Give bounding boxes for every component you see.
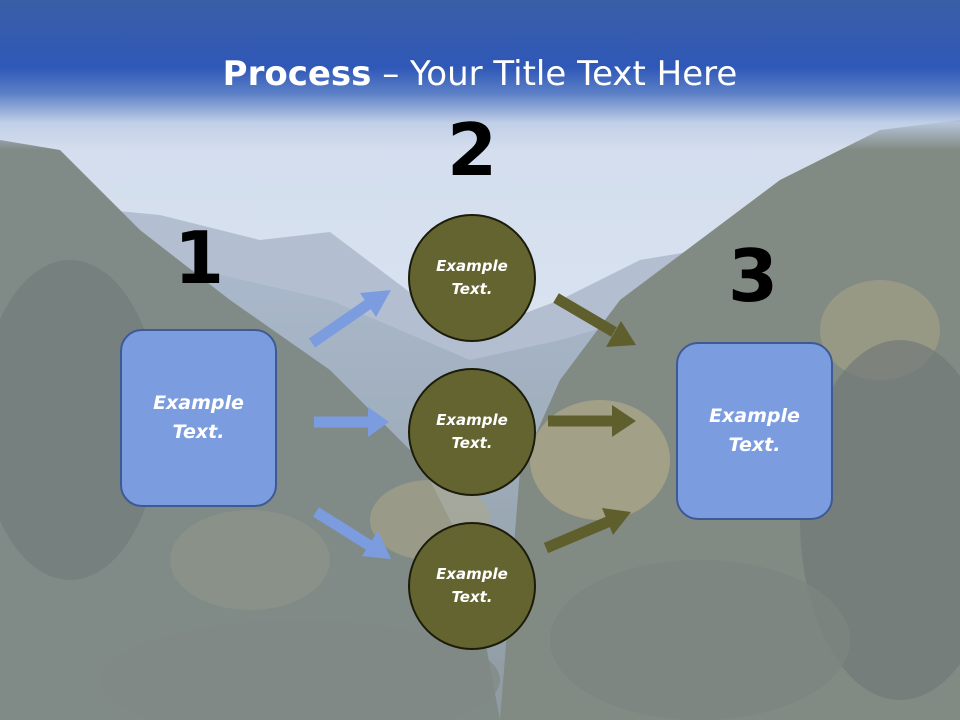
- slide-title: Process – Your Title Text Here: [0, 52, 960, 96]
- input-box-text: Example Text.: [153, 392, 244, 443]
- process-circle-top: Example Text.: [408, 214, 536, 342]
- process-circle-bottom-text: Example Text.: [436, 565, 508, 606]
- blue-arrow-right: [314, 407, 389, 437]
- olive-arrow-right: [548, 405, 636, 437]
- blue-arrow-down: [313, 507, 391, 559]
- step-number-2: 2: [446, 108, 498, 192]
- blue-arrow-up: [308, 290, 391, 348]
- input-box: Example Text.: [120, 329, 277, 507]
- olive-arrow-up: [543, 508, 631, 554]
- step-number-3: 3: [727, 234, 779, 318]
- step-number-1: 1: [173, 216, 225, 300]
- olive-arrow-down: [553, 293, 636, 347]
- output-box: Example Text.: [676, 342, 833, 520]
- process-circle-middle-text: Example Text.: [436, 411, 508, 452]
- title-rest: Your Title Text Here: [410, 54, 738, 94]
- process-circle-top-text: Example Text.: [436, 257, 508, 298]
- process-circle-middle: Example Text.: [408, 368, 536, 496]
- title-band: [0, 0, 960, 150]
- title-bold-part: Process: [222, 54, 372, 94]
- title-separator: –: [371, 54, 411, 94]
- output-box-text: Example Text.: [709, 405, 800, 456]
- process-circle-bottom: Example Text.: [408, 522, 536, 650]
